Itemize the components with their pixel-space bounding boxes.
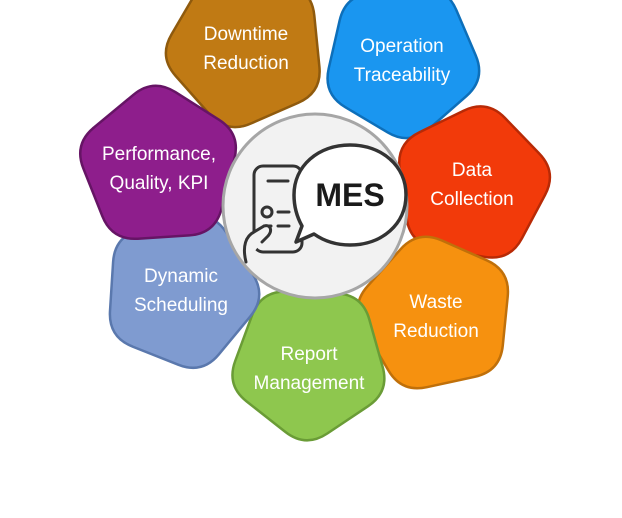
petal-performance: Performance, Quality, KPI <box>79 84 238 240</box>
petal-label-performance: Performance, Quality, KPI <box>102 144 216 194</box>
smartphone-chat-bubble-icon <box>242 143 408 264</box>
petal-shape-report <box>231 290 386 442</box>
petal-shape-downtime <box>164 0 321 129</box>
petal-label-line: Dynamic <box>144 266 218 287</box>
petal-shape-performance <box>79 84 238 240</box>
petal-label-line: Operation <box>360 36 443 57</box>
hub-label: MES <box>315 177 384 213</box>
petal-label-line: Collection <box>430 189 513 210</box>
petal-label-line: Reduction <box>393 321 479 342</box>
petal-shape-data <box>397 105 552 259</box>
petal-label-line: Scheduling <box>134 295 228 316</box>
petal-label-line: Downtime <box>204 24 288 45</box>
mes-hub: MES <box>221 112 409 300</box>
petal-label-line: Data <box>452 160 493 181</box>
petal-label-line: Traceability <box>354 65 451 86</box>
petal-label-line: Performance, <box>102 144 216 165</box>
petal-label-line: Quality, KPI <box>110 173 209 194</box>
petal-shape-operation <box>326 0 481 140</box>
petal-label-line: Reduction <box>203 53 289 74</box>
petal-label-line: Waste <box>409 292 462 313</box>
petal-label-line: Management <box>254 373 366 394</box>
petal-label-line: Report <box>280 344 338 365</box>
